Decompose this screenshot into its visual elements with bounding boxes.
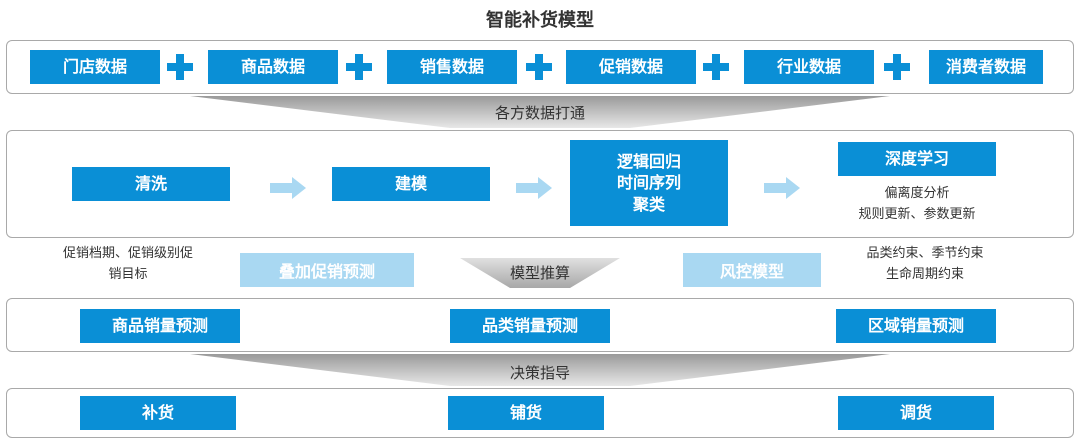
forecast-product-sales: 商品销量预测 — [80, 309, 240, 343]
note-deviation-analysis: 偏离度分析 — [884, 186, 950, 201]
plus-icon — [526, 54, 552, 80]
arrow-right-icon — [270, 177, 306, 199]
step-deep-learning: 深度学习 — [838, 142, 996, 176]
right-note-line-1: 品类约束、季节约束 — [866, 246, 984, 261]
step-clean: 清洗 — [72, 167, 230, 201]
funnel-shape — [190, 96, 890, 128]
data-source-sales: 销售数据 — [387, 50, 517, 84]
data-source-industry: 行业数据 — [744, 50, 874, 84]
algo-logistic-regression: 逻辑回归 — [616, 151, 681, 171]
algo-time-series: 时间序列 — [616, 173, 681, 193]
plus-icon — [346, 54, 372, 80]
action-distribute: 铺货 — [448, 396, 604, 430]
arrow-right-icon — [516, 177, 552, 199]
action-replenish: 补货 — [80, 396, 236, 430]
funnel-label-data-merge: 各方数据打通 — [494, 104, 585, 122]
algo-clustering: 聚类 — [632, 194, 665, 214]
left-note: 促销档期、促销级别促 销目标 — [40, 244, 216, 286]
funnel-shape — [460, 258, 620, 288]
data-source-product: 商品数据 — [208, 50, 338, 84]
data-source-consumer: 消费者数据 — [929, 50, 1043, 84]
funnel-label-decision: 决策指导 — [509, 364, 570, 382]
left-note-line-1: 促销档期、促销级别促 — [62, 246, 193, 261]
risk-control-model: 风控模型 — [683, 253, 821, 287]
left-note-line-2: 销目标 — [108, 266, 148, 282]
forecast-regional-sales: 区域销量预测 — [836, 309, 996, 343]
funnel-shape — [190, 354, 890, 386]
step-build-model: 建模 — [332, 167, 490, 201]
deep-learning-notes: 偏离度分析 规则更新、参数更新 — [820, 184, 1014, 226]
data-source-store: 门店数据 — [30, 50, 160, 84]
note-rule-update: 规则更新、参数更新 — [858, 206, 976, 222]
diagram-title: 智能补货模型 — [486, 10, 594, 31]
data-source-promotion: 促销数据 — [566, 50, 696, 84]
plus-icon — [703, 54, 729, 80]
right-note-line-2: 生命周期约束 — [885, 266, 964, 282]
plus-icon — [884, 54, 910, 80]
arrow-right-icon — [764, 177, 800, 199]
overlay-promo-forecast: 叠加促销预测 — [240, 253, 414, 287]
step-algorithms: 逻辑回归 时间序列 聚类 — [570, 140, 728, 226]
model-inference-label: 模型推算 — [509, 264, 570, 282]
right-note: 品类约束、季节约束 生命周期约束 — [830, 244, 1020, 286]
forecast-category-sales: 品类销量预测 — [450, 309, 610, 343]
action-transfer: 调货 — [838, 396, 994, 430]
plus-icon — [167, 54, 193, 80]
